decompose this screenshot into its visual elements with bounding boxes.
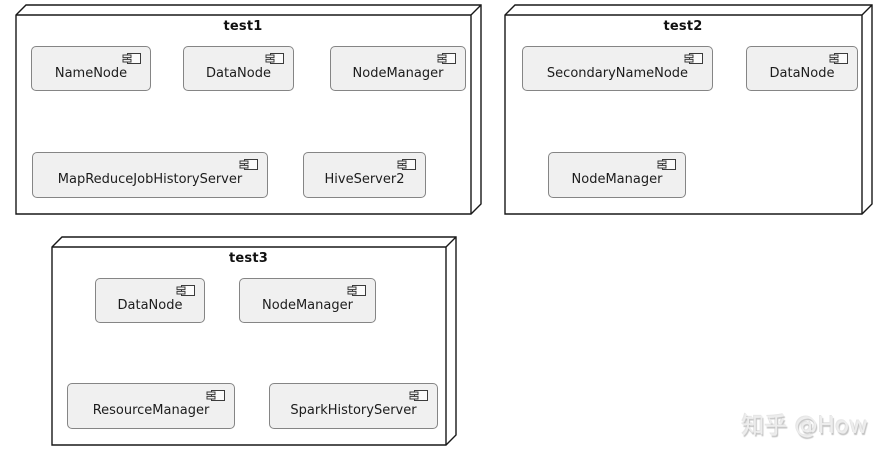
component-resourcemanager: ResourceManager	[67, 383, 235, 429]
component-label: SecondaryNameNode	[546, 65, 689, 81]
node-test3: test3 DataNode NodeManager	[51, 236, 457, 446]
component-datanode: DataNode	[183, 46, 294, 91]
component-icon	[206, 389, 226, 402]
component-label: DataNode	[117, 297, 183, 313]
component-icon	[122, 52, 142, 65]
node-test2: test2 SecondaryNameNode DataNode	[504, 4, 873, 215]
component-secondarynamenode: SecondaryNameNode	[522, 46, 713, 91]
component-label: DataNode	[206, 65, 271, 81]
component-mapreducejobhistoryserver: MapReduceJobHistoryServer	[32, 152, 268, 198]
component-icon	[437, 52, 457, 65]
component-icon	[684, 52, 704, 65]
component-label: DataNode	[769, 65, 835, 81]
component-icon	[397, 158, 417, 171]
component-hiveserver2: HiveServer2	[303, 152, 426, 198]
component-label: MapReduceJobHistoryServer	[57, 172, 243, 187]
component-label: NodeManager	[352, 65, 444, 81]
zhihu-watermark: 知乎 @How	[741, 413, 869, 439]
component-label: SparkHistoryServer	[290, 403, 417, 418]
component-label: ResourceManager	[92, 403, 210, 418]
component-icon	[176, 284, 196, 297]
node-title: test1	[223, 19, 263, 34]
component-label: HiveServer2	[324, 172, 405, 187]
component-nodemanager: NodeManager	[330, 46, 466, 91]
component-label: NodeManager	[571, 172, 663, 187]
component-icon	[239, 158, 259, 171]
node-title: test3	[228, 251, 269, 266]
component-sparkhistoryserver: SparkHistoryServer	[269, 383, 438, 429]
component-label: NameNode	[54, 65, 128, 81]
component-label: NodeManager	[262, 297, 353, 313]
component-icon	[829, 52, 849, 65]
node-test1: test1 NameNode DataNode	[15, 4, 482, 215]
component-icon	[657, 158, 677, 171]
component-namenode: NameNode	[31, 46, 151, 91]
component-icon	[265, 52, 285, 65]
component-nodemanager: NodeManager	[548, 152, 686, 198]
component-datanode: DataNode	[95, 278, 205, 323]
component-icon	[347, 284, 367, 297]
component-nodemanager: NodeManager	[239, 278, 376, 323]
component-datanode: DataNode	[746, 46, 858, 91]
component-icon	[409, 389, 429, 402]
node-title: test2	[663, 19, 703, 34]
